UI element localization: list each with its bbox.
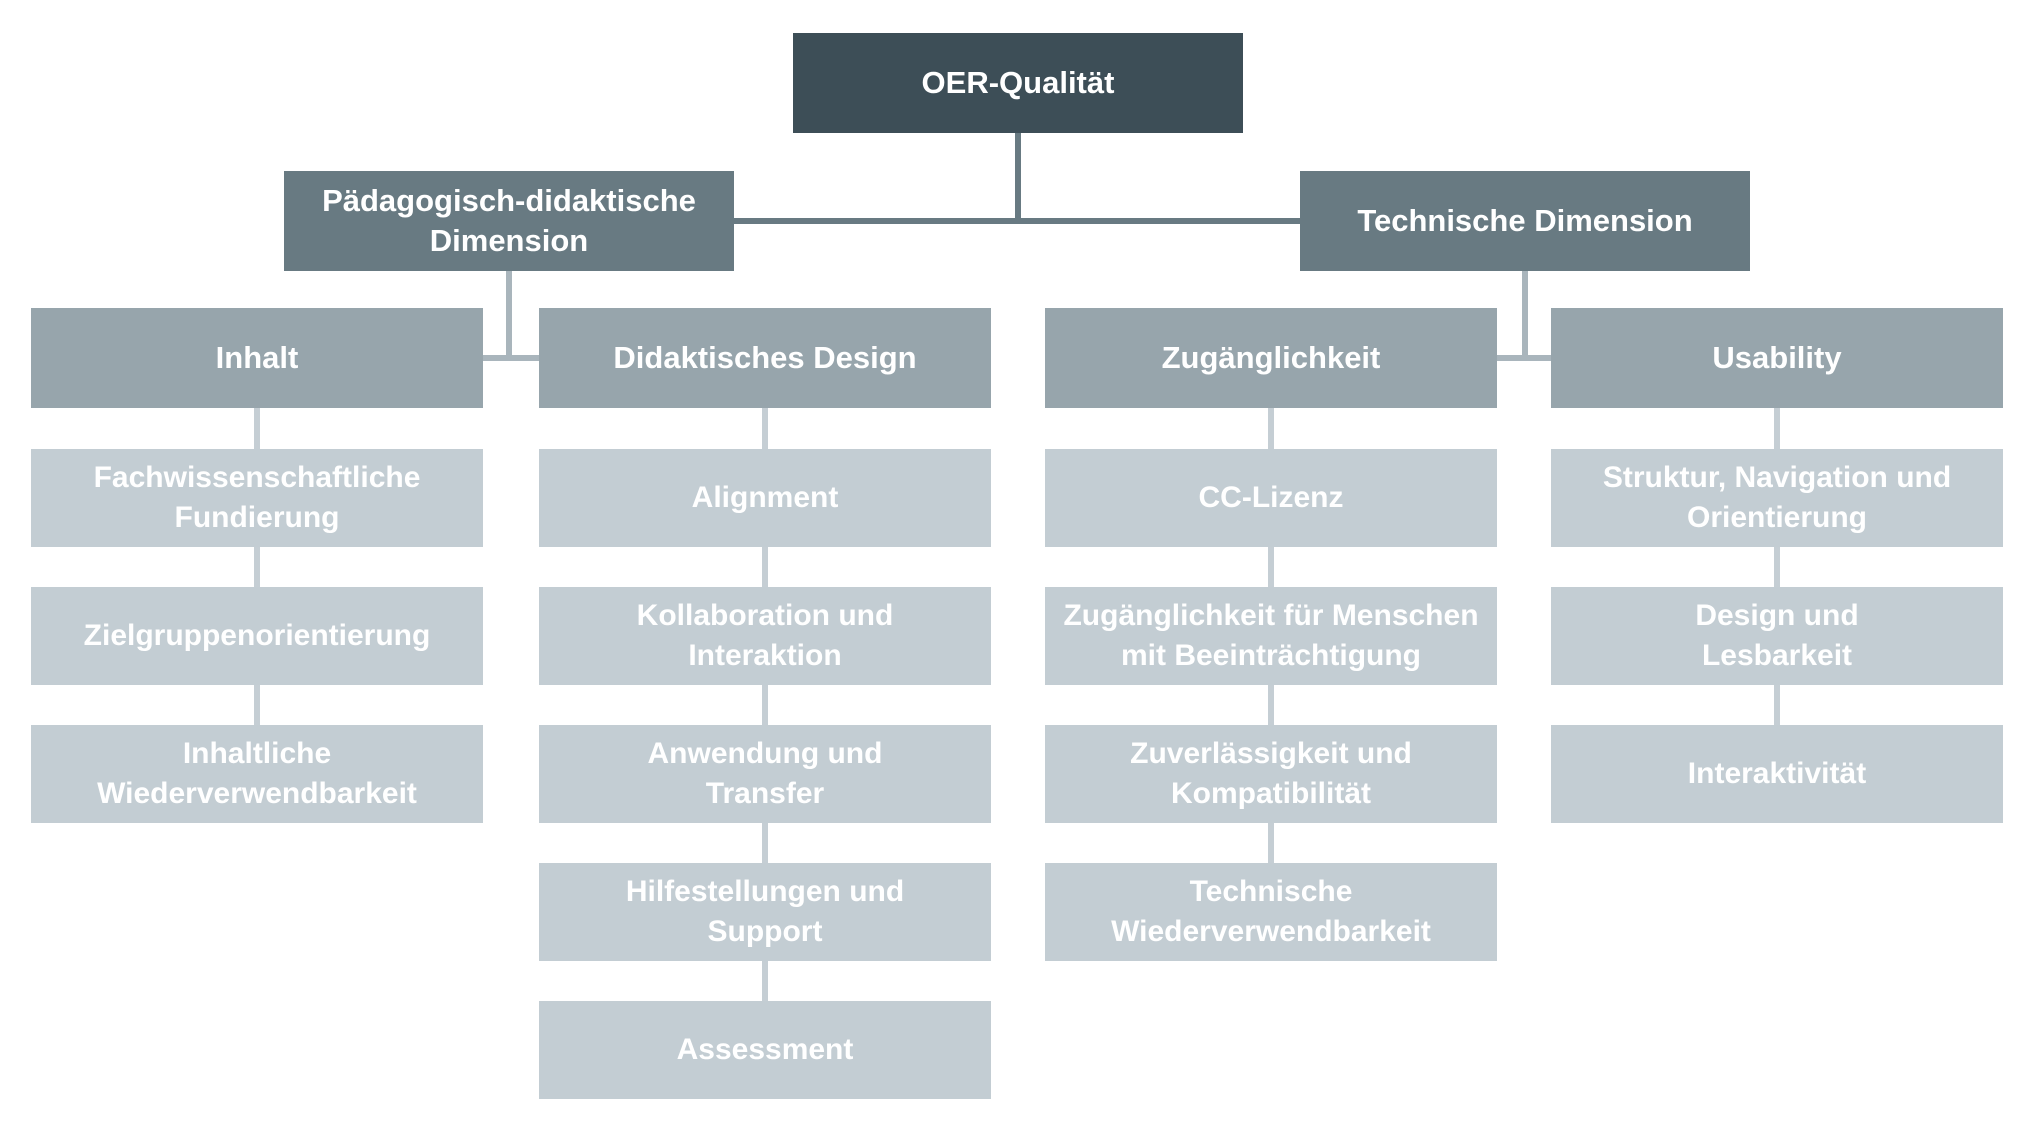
node-fachwissenschaftliche-fundierung: Fachwissenschaftliche Fundierung	[31, 449, 483, 547]
connector-col3-1	[1268, 408, 1274, 449]
connector-dim-left-horizontal	[483, 355, 539, 361]
node-cc-lizenz: CC-Lizenz	[1045, 449, 1497, 547]
connector-root-horizontal	[734, 218, 1300, 224]
node-technische-dimension: Technische Dimension	[1300, 171, 1750, 271]
node-struktur-navigation-orientierung: Struktur, Navigation und Orientierung	[1551, 449, 2003, 547]
connector-root-vertical	[1015, 133, 1021, 221]
connector-col4-1	[1774, 408, 1780, 449]
connector-col4-3	[1774, 685, 1780, 725]
node-zielgruppenorientierung: Zielgruppenorientierung	[31, 587, 483, 685]
node-zugaenglichkeit: Zugänglichkeit	[1045, 308, 1497, 408]
node-inhaltliche-wiederverwendbarkeit: Inhaltliche Wiederverwendbarkeit	[31, 725, 483, 823]
connector-col2-3	[762, 685, 768, 725]
connector-col4-2	[1774, 547, 1780, 587]
connector-dim-left-vertical	[506, 271, 512, 361]
connector-col3-2	[1268, 547, 1274, 587]
node-technische-wiederverwendbarkeit: Technische Wiederverwendbarkeit	[1045, 863, 1497, 961]
node-oer-qualitaet: OER-Qualität	[793, 33, 1243, 133]
node-usability: Usability	[1551, 308, 2003, 408]
connector-col2-4	[762, 823, 768, 863]
node-kollaboration-und-interaktion: Kollaboration und Interaktion	[539, 587, 991, 685]
node-hilfestellungen-und-support: Hilfestellungen und Support	[539, 863, 991, 961]
node-anwendung-und-transfer: Anwendung und Transfer	[539, 725, 991, 823]
connector-col3-4	[1268, 823, 1274, 863]
node-alignment: Alignment	[539, 449, 991, 547]
connector-col2-2	[762, 547, 768, 587]
connector-col3-3	[1268, 685, 1274, 725]
node-inhalt: Inhalt	[31, 308, 483, 408]
connector-col1-2	[254, 547, 260, 587]
node-zugaenglichkeit-fuer-menschen: Zugänglichkeit für Menschen mit Beeinträ…	[1045, 587, 1497, 685]
node-paedagogisch-didaktische-dimension: Pädagogisch-didaktische Dimension	[284, 171, 734, 271]
node-didaktisches-design: Didaktisches Design	[539, 308, 991, 408]
connector-dim-right-horizontal	[1497, 355, 1551, 361]
connector-dim-right-vertical	[1522, 271, 1528, 361]
connector-col1-3	[254, 685, 260, 725]
connector-col2-5	[762, 961, 768, 1001]
node-assessment: Assessment	[539, 1001, 991, 1099]
connector-col2-1	[762, 408, 768, 449]
connector-col1-1	[254, 408, 260, 449]
node-zuverlaessigkeit-und-kompatibilitaet: Zuverlässigkeit und Kompatibilität	[1045, 725, 1497, 823]
node-interaktivitaet: Interaktivität	[1551, 725, 2003, 823]
node-design-und-lesbarkeit: Design und Lesbarkeit	[1551, 587, 2003, 685]
